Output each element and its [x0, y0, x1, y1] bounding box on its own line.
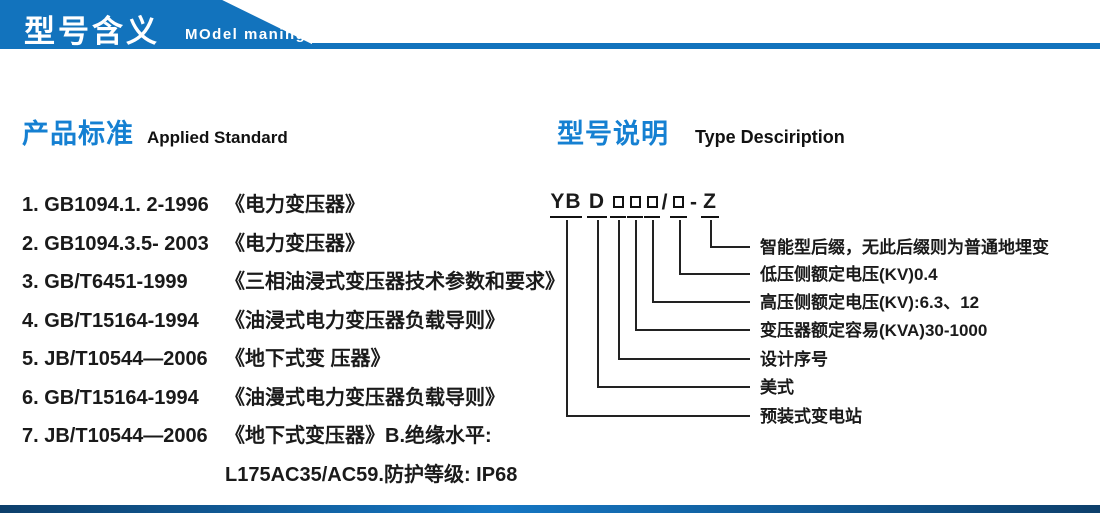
code-char-text: - [690, 191, 698, 214]
standard-item-4: 4. GB/T15164-1994 《油浸式电力变压器负载导则》 [22, 304, 562, 332]
model-label-3: 变压器额定容易(KVA)30-1000 [760, 321, 988, 340]
model-section-title: 型号说明 Type Desciription [557, 112, 845, 151]
code-char-Z: Z [701, 190, 719, 218]
connector-line-4 [618, 220, 750, 360]
code-char-D: D [587, 190, 607, 218]
connector-line-1 [678, 220, 750, 275]
placeholder-box-icon [673, 196, 684, 208]
standard-title: 《油漫式电力变压器负载导则》 [225, 386, 505, 409]
standard-item-5: 5. JB/T10544—2006 《地下式变 压器》 [22, 342, 562, 370]
model-title-cn: 型号说明 [557, 119, 669, 149]
standard-code: 3. GB/T6451-1999 [22, 271, 188, 293]
model-title-en: Type Desciription [695, 127, 845, 147]
standard-code: 7. JB/T10544—2006 [22, 425, 208, 447]
code-char-YB: YB [550, 190, 582, 218]
header-rule [312, 43, 1100, 49]
standard-title: 《地下式变 压器》 [225, 348, 391, 370]
model-code-diagram: YB D /-Z 预装式变电站美式 设计序号 变压器额定容易(KVA)30-1000 高压… [548, 190, 1100, 450]
standards-list: 1. GB1094.1. 2-1996《电力变压器》2. GB1094.3.5-… [22, 188, 565, 496]
standard-item-6: 6. GB/T15164-1994 《油漫式电力变压器负载导则》 [22, 381, 562, 409]
code-char-text: D [588, 190, 606, 213]
model-label-6: 预装式变电站 [760, 407, 862, 426]
connector-line-5 [597, 220, 750, 388]
standard-item-7-continuation: L175AC35/AC59.防护等级: IP68 [22, 458, 562, 486]
code-char-text: Z [703, 190, 717, 213]
code-char-/: / [660, 190, 670, 218]
page-title-en: MOdel maning [185, 26, 307, 43]
standard-title: 《电力变压器》 [225, 194, 365, 216]
connector-line-0 [710, 220, 750, 248]
standard-item-7: 7. JB/T10544—2006 《地下式变压器》B.绝缘水平: [22, 419, 562, 447]
standard-item-1: 1. GB1094.1. 2-1996 《电力变压器》 [22, 188, 562, 216]
standards-section-title: 产品标准 Applied Standard [22, 112, 288, 151]
model-label-2: 高压侧额定电压(KV):6.3、12 [760, 293, 980, 312]
connector-line-6 [566, 220, 750, 417]
code-box [627, 190, 643, 218]
code-box [644, 190, 660, 218]
standard-code: 4. GB/T15164-1994 [22, 309, 199, 332]
placeholder-box-icon [629, 196, 641, 208]
standard-title: 《油浸式电力变压器负载导则》 [225, 309, 505, 332]
standard-item-3: 3. GB/T6451-1999 《三相油浸式变压器技术参数和要求》 [22, 265, 565, 293]
standard-title: 《电力变压器》 [225, 232, 365, 255]
standard-continuation-text: L175AC35/AC59.防护等级: IP68 [225, 463, 518, 486]
standards-title-cn: 产品标准 [22, 119, 134, 149]
standards-title-en: Applied Standard [147, 128, 288, 147]
code-box [610, 190, 626, 218]
page-title-cn: 型号含义 [24, 14, 160, 49]
code-char--: - [688, 190, 700, 218]
connector-line-3 [635, 220, 750, 331]
model-label-5: 美式 [760, 378, 794, 397]
code-box [670, 190, 687, 218]
standard-code: 6. GB/T15164-1994 [22, 386, 199, 409]
model-label-0: 智能型后缀，无此后缀则为普通地埋变 [760, 238, 1049, 257]
code-char-text: YB [550, 190, 582, 213]
placeholder-box-icon [646, 196, 658, 208]
standard-code: 2. GB1094.3.5- 2003 [22, 232, 209, 255]
model-label-4: 设计序号 [760, 350, 828, 369]
standard-title: 《三相油浸式变压器技术参数和要求》 [225, 271, 565, 293]
standard-item-2: 2. GB1094.3.5- 2003 《电力变压器》 [22, 227, 562, 255]
connector-line-2 [652, 220, 750, 303]
footer-bar [0, 505, 1100, 513]
model-label-1: 低压侧额定电压(KV)0.4 [760, 265, 938, 284]
model-code: YB D /-Z [548, 190, 719, 221]
standard-title: 《地下式变压器》B.绝缘水平: [225, 425, 492, 447]
standard-code: 1. GB1094.1. 2-1996 [22, 194, 209, 216]
code-char-text: / [661, 191, 669, 214]
standard-code: 5. JB/T10544—2006 [22, 348, 208, 370]
placeholder-box-icon [612, 196, 624, 208]
